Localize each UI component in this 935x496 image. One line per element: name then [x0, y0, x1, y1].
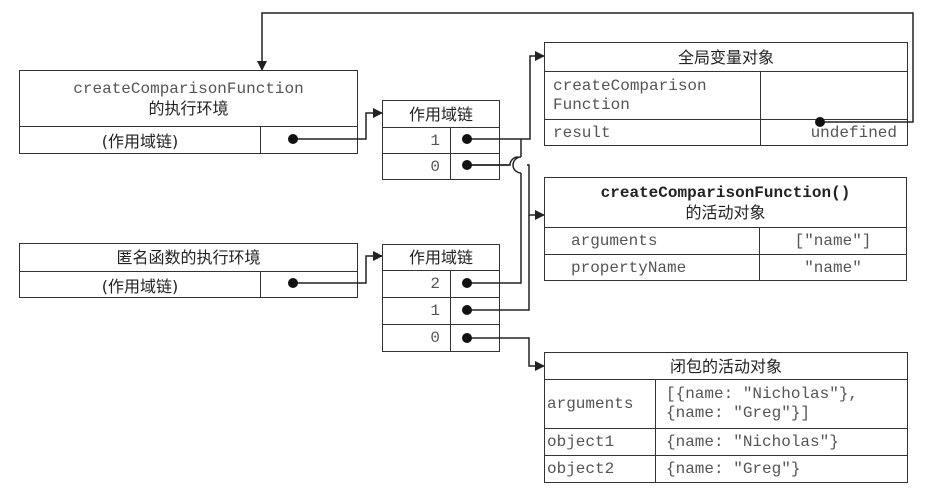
closure-activation-var-value: {name: "Nicholas"} [655, 429, 907, 455]
scope-chain-anon: 作用域链 2 1 0 [382, 244, 500, 352]
exec-context-create-header: createComparisonFunction 的执行环境 [20, 71, 357, 126]
scope-chain-create-title: 作用域链 [408, 104, 473, 124]
scope-chain-anon-index: 1 [430, 302, 440, 320]
create-activation-var-value: ["name"] [759, 228, 906, 254]
create-activation-var-value: "name" [759, 255, 906, 280]
closure-activation-var-value: {name: "Greg"} [655, 456, 907, 482]
closure-activation-var-name: arguments [547, 395, 634, 413]
create-activation-header: createComparisonFunction() 的活动对象 [545, 178, 906, 227]
scope-chain-create: 作用域链 1 0 [382, 100, 500, 180]
scope-chain-anon-pointer[interactable] [450, 298, 499, 324]
closure-activation-var-name: object1 [547, 433, 615, 451]
exec-context-anon-title: 匿名函数的执行环境 [116, 248, 261, 267]
global-object-row: result undefined [545, 119, 907, 145]
exec-context-create: createComparisonFunction 的执行环境 (作用域链) [19, 70, 358, 154]
scope-chain-create-row: 1 [383, 127, 499, 153]
global-object-var-value: undefined [760, 120, 907, 145]
closure-activation-title: 闭包的活动对象 [669, 356, 782, 376]
global-object-var-name: createComparison Function [545, 72, 760, 119]
exec-context-anon-scope-pointer[interactable] [260, 272, 357, 297]
create-activation-row: arguments ["name"] [545, 227, 906, 254]
create-activation-row: propertyName "name" [545, 254, 906, 280]
closure-activation-var-value: [{name: "Nicholas"}, {name: "Greg"}] [655, 380, 907, 428]
exec-context-create-scope-label: (作用域链) [101, 132, 179, 151]
wire-hop [512, 156, 522, 174]
closure-activation-row: arguments [{name: "Nicholas"}, {name: "G… [545, 379, 907, 428]
closure-activation-value-line2: {name: "Greg"}] [666, 404, 811, 422]
closure-activation-row: object1 {name: "Nicholas"} [545, 428, 907, 455]
scope-chain-create-row: 0 [383, 153, 499, 179]
global-object-var-name: result [553, 123, 611, 142]
create-activation-title-line1: createComparisonFunction() [600, 183, 851, 202]
create-activation-var-name: arguments [571, 232, 658, 250]
scope-chain-anon-pointer[interactable] [450, 325, 499, 351]
exec-context-create-scope-pointer[interactable] [260, 127, 357, 153]
global-object-var-pointer[interactable] [760, 72, 907, 119]
exec-context-anon-scope-row: (作用域链) [20, 271, 357, 297]
create-activation-title-line2: 的活动对象 [685, 202, 766, 222]
create-activation-var-name: propertyName [571, 258, 687, 277]
exec-context-create-title-line2: 的执行环境 [148, 98, 229, 118]
scope-chain-anon-row: 1 [383, 297, 499, 324]
global-object-var-name-line2: Function [553, 95, 630, 114]
scope-chain-anon-pointer[interactable] [450, 271, 499, 297]
exec-context-anon: 匿名函数的执行环境 (作用域链) [19, 243, 358, 298]
scope-chain-anon-row: 0 [383, 324, 499, 351]
scope-chain-create-index: 1 [430, 131, 440, 150]
scope-chain-anon-index: 2 [430, 275, 440, 293]
closure-activation-row: object2 {name: "Greg"} [545, 455, 907, 482]
exec-context-create-title-line1: createComparisonFunction [73, 79, 304, 98]
scope-chain-anon-row: 2 [383, 270, 499, 297]
global-object-var-name-line1: createComparison [553, 76, 707, 95]
exec-context-anon-scope-label: (作用域链) [101, 276, 179, 296]
scope-chain-create-pointer[interactable] [450, 154, 499, 179]
scope-chain-anon-title: 作用域链 [408, 248, 473, 267]
closure-activation-value-line1: [{name: "Nicholas"}, [666, 385, 859, 403]
scope-chain-anon-index: 0 [430, 329, 440, 347]
global-object-row: createComparison Function [545, 71, 907, 119]
exec-context-create-scope-row: (作用域链) [20, 126, 357, 153]
closure-activation-var-name: object2 [547, 460, 615, 478]
closure-activation-object: 闭包的活动对象 arguments [{name: "Nicholas"}, {… [544, 352, 908, 483]
scope-chain-create-pointer[interactable] [450, 128, 499, 153]
global-variable-object: 全局变量对象 createComparison Function result … [544, 42, 908, 146]
create-activation-object: createComparisonFunction() 的活动对象 argumen… [544, 177, 907, 281]
scope-chain-create-index: 0 [430, 157, 440, 176]
global-object-title: 全局变量对象 [677, 47, 774, 67]
